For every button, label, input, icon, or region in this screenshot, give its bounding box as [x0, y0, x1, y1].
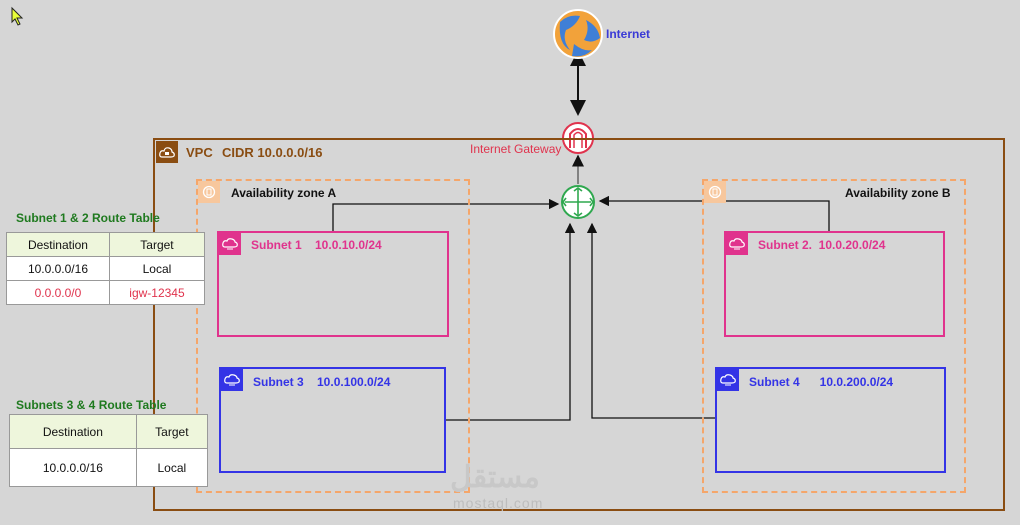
subnet-2-icon: [726, 233, 748, 255]
subnet-3-label: Subnet 3 10.0.100.0/24: [253, 375, 391, 389]
table-row: 10.0.0.0/16 Local: [6, 256, 206, 281]
subnet3-router-link: [445, 222, 576, 421]
route-table-3-4-title: Subnets 3 & 4 Route Table: [16, 398, 167, 412]
rt12-header-destination: Destination: [6, 232, 110, 257]
availability-zone-b: [702, 179, 966, 493]
router-icon: [561, 185, 595, 219]
subnet-2-label: Subnet 2. 10.0.20.0/24: [758, 238, 886, 252]
subnet-1: [217, 231, 449, 337]
subnet1-router-link: [332, 198, 560, 231]
rt34-cell: Local: [135, 448, 209, 487]
internet-globe-icon: [553, 9, 603, 59]
rt12-cell: igw-12345: [108, 280, 206, 305]
internet-gateway-label: Internet Gateway: [470, 142, 562, 156]
rt12-cell: 0.0.0.0/0: [6, 280, 110, 305]
internet-label: Internet: [606, 27, 651, 41]
vpc-cidr: CIDR 10.0.0.0/16: [222, 145, 323, 160]
route-table-3-4: Destination Target 10.0.0.0/16 Local: [9, 414, 209, 487]
subnet-4-label: Subnet 4 10.0.200.0/24: [749, 375, 894, 389]
subnet-3-icon: [221, 369, 243, 391]
subnet-3: [219, 367, 446, 473]
rt12-cell: 10.0.0.0/16: [6, 256, 110, 281]
subnet-4-icon: [717, 369, 739, 391]
zone-a-icon: [198, 181, 220, 203]
vpc-boundary: [153, 138, 1005, 511]
subnet4-router-link: [586, 222, 715, 419]
subnet-2: [724, 231, 945, 337]
subnet2-router-link: [598, 195, 830, 231]
subnet-1-icon: [219, 233, 241, 255]
vpc-cloud-lock-icon: [156, 141, 178, 163]
vpc-label: VPC: [186, 145, 213, 160]
availability-zone-a: [196, 179, 470, 493]
rt34-cell: 10.0.0.0/16: [9, 448, 137, 487]
rt34-header-destination: Destination: [9, 414, 137, 449]
subnet-4: [715, 367, 946, 473]
zone-b-label: Availability zone B: [845, 186, 951, 200]
zone-a-label: Availability zone A: [231, 186, 337, 200]
watermark-arabic: مستقل: [450, 461, 540, 494]
rt12-cell: Local: [108, 256, 206, 281]
route-table-1-2: Destination Target 10.0.0.0/16 Local 0.0…: [6, 232, 206, 305]
table-row: 10.0.0.0/16 Local: [9, 448, 209, 487]
table-row: 0.0.0.0/0 igw-12345: [6, 280, 206, 305]
cursor-icon: [11, 6, 24, 26]
zone-b-icon: [704, 181, 726, 203]
subnet-1-label: Subnet 1 10.0.10.0/24: [251, 238, 382, 252]
route-table-1-2-title: Subnet 1 & 2 Route Table: [16, 211, 160, 225]
rt12-header-target: Target: [108, 232, 206, 257]
watermark-text: mostaql.com: [453, 495, 544, 511]
rt34-header-target: Target: [135, 414, 209, 449]
